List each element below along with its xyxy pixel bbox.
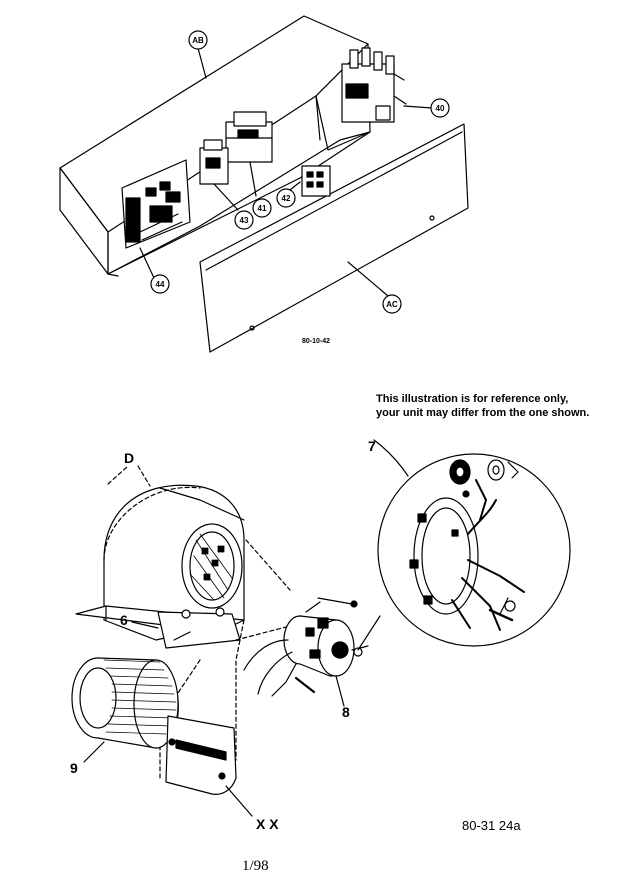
page-number: 1/98 (242, 858, 269, 874)
transformer (225, 111, 273, 197)
leader-d (137, 465, 151, 487)
blower-wheel (71, 657, 179, 749)
circled-callouts: AB 40 41 42 43 44 AC (150, 30, 450, 314)
relay (199, 139, 239, 211)
callout-41: 41 (252, 198, 272, 218)
reference-note-line2: your unit may differ from the one shown. (376, 407, 590, 419)
callout-ac: AC (382, 294, 402, 314)
callout-42-label: 42 (282, 194, 291, 203)
callout-d: D (124, 450, 135, 466)
callout-42: 42 (276, 188, 296, 208)
callout-xx: X X (256, 816, 279, 832)
callout-43-label: 43 (240, 216, 249, 225)
blower-housing (75, 484, 245, 649)
blower-motor (243, 597, 369, 707)
callout-44-label: 44 (156, 280, 165, 289)
wheel-blades (103, 659, 177, 735)
callout-43: 43 (234, 210, 254, 230)
upper-drawing-code: 80-10-42 (302, 338, 331, 345)
side-cover-panel (199, 123, 469, 353)
callout-41-label: 41 (258, 204, 267, 213)
terminal-block (301, 165, 331, 197)
callout-ab-label: AB (192, 36, 204, 45)
leader-9 (83, 741, 105, 763)
motor-mount-ring (413, 497, 479, 615)
callout-6: 6 (120, 612, 128, 628)
lower-drawing-code: 80-31 24a (462, 818, 521, 833)
leader-ac (347, 261, 389, 297)
detail-bubble (357, 439, 571, 651)
callout-ab: AB (188, 30, 208, 50)
leader-ab (197, 47, 207, 79)
blower-grille (189, 533, 233, 601)
callout-7: 7 (368, 438, 376, 454)
leader-xx (225, 785, 253, 817)
callout-9: 9 (70, 760, 78, 776)
callout-8: 8 (342, 704, 350, 720)
callout-44: 44 (150, 274, 170, 294)
callout-40: 40 (430, 98, 450, 118)
leader-40 (403, 105, 433, 109)
access-panel (165, 715, 237, 795)
leader-6 (131, 621, 159, 629)
callout-40-label: 40 (436, 104, 445, 113)
contactor (341, 47, 407, 123)
reference-note-line1: This illustration is for reference only, (376, 393, 569, 405)
callout-ac-label: AC (386, 300, 398, 309)
control-board (121, 159, 191, 279)
